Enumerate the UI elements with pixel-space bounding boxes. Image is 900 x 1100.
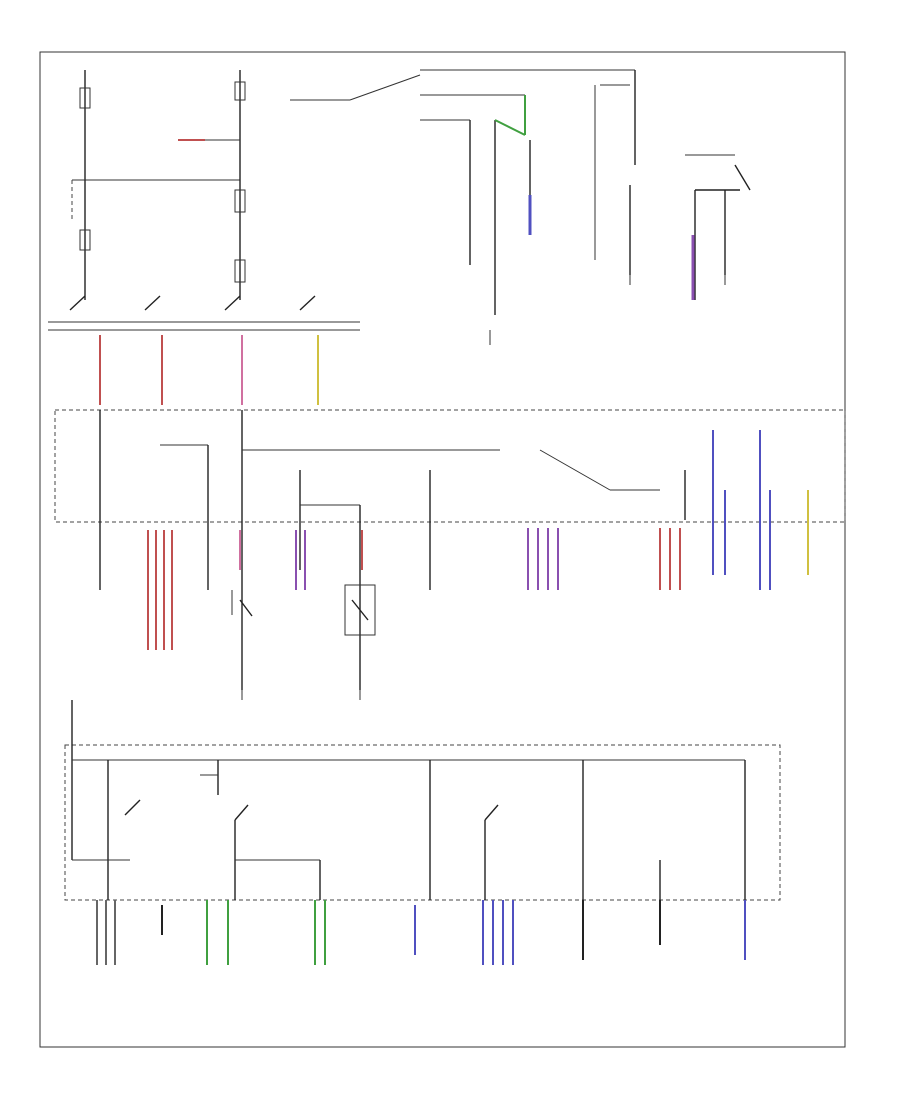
connector-pins-right: [527, 430, 809, 590]
bottom-wire-group: [71, 700, 746, 900]
relay-switch-icon: [231, 584, 376, 690]
fuse-icon: [234, 189, 246, 213]
mid-wire-group: [99, 335, 809, 650]
fuse-icon: [79, 229, 91, 251]
relay-group-top-right: [290, 69, 751, 315]
relay-switch-icon: [69, 295, 316, 311]
ground-icon: [241, 275, 726, 700]
connector-pins-left: [147, 530, 363, 650]
diagram-border: [39, 51, 846, 1048]
fuse-icon: [79, 87, 91, 109]
fuse-icon: [234, 259, 246, 283]
relay-box-frame: [54, 409, 846, 523]
junction-box-frame: [64, 744, 781, 901]
fuse-icon: [234, 81, 246, 101]
battery-fuse-group: [48, 70, 360, 331]
connector-pins-bottom: [96, 900, 746, 965]
